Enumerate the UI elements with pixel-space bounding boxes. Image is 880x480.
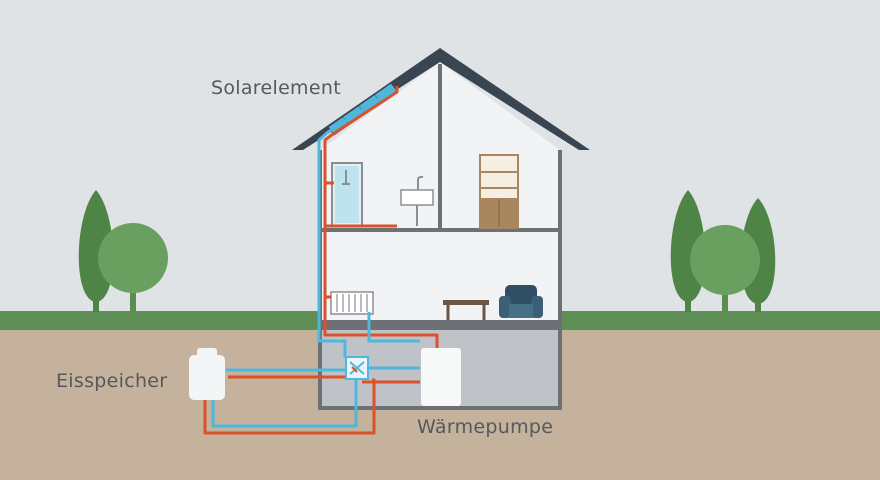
valve-icon (345, 356, 369, 380)
trees-right (670, 190, 776, 312)
armchair-icon (499, 285, 543, 318)
trees-left (78, 190, 168, 312)
radiator-icon (330, 291, 374, 315)
pipes-cold (211, 86, 420, 428)
shelf-icon (479, 154, 519, 229)
solar-element-label: Solarelement (211, 77, 341, 99)
pipes-hot (203, 86, 439, 435)
house (292, 48, 590, 410)
heat-pump-label: Wärmepumpe (417, 416, 554, 438)
sink-icon (400, 176, 434, 226)
ice-storage-label: Eisspeicher (56, 370, 168, 392)
shower-icon (331, 162, 363, 227)
ice-storage-tank (189, 348, 225, 400)
table-icon (443, 300, 489, 320)
heat-pump-unit (421, 348, 461, 406)
